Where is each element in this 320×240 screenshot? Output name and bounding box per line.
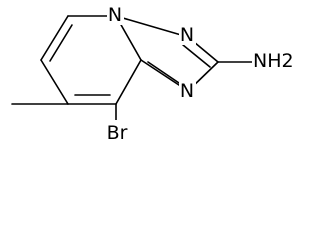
triazole-n-top-backdrop	[179, 24, 196, 45]
bond-n3-c8a-double	[147, 61, 183, 86]
amine-backdrop	[252, 51, 300, 73]
bond-c5-c6	[40, 15, 69, 61]
bromine-label: Br	[107, 122, 128, 144]
triazole-n-bottom-backdrop	[179, 81, 196, 101]
triazole-nitrogen-bottom-label: N	[180, 80, 194, 102]
bond-c5-c6-double	[49, 24, 73, 62]
amine-label: NH2	[253, 50, 294, 72]
molecule-structure-diagram: N N N NH2 Br	[11, 4, 300, 144]
triazole-nitrogen-top-label: N	[180, 24, 194, 46]
bond-c6-c7	[40, 59, 69, 105]
bond-c8-c8a	[115, 59, 142, 105]
bond-n4-n1	[115, 15, 189, 38]
bridge-nitrogen-label: N	[108, 4, 122, 26]
bromine-backdrop	[100, 120, 134, 144]
bridge-n-backdrop	[107, 5, 124, 25]
bond-n1-c2-double	[182, 44, 211, 68]
